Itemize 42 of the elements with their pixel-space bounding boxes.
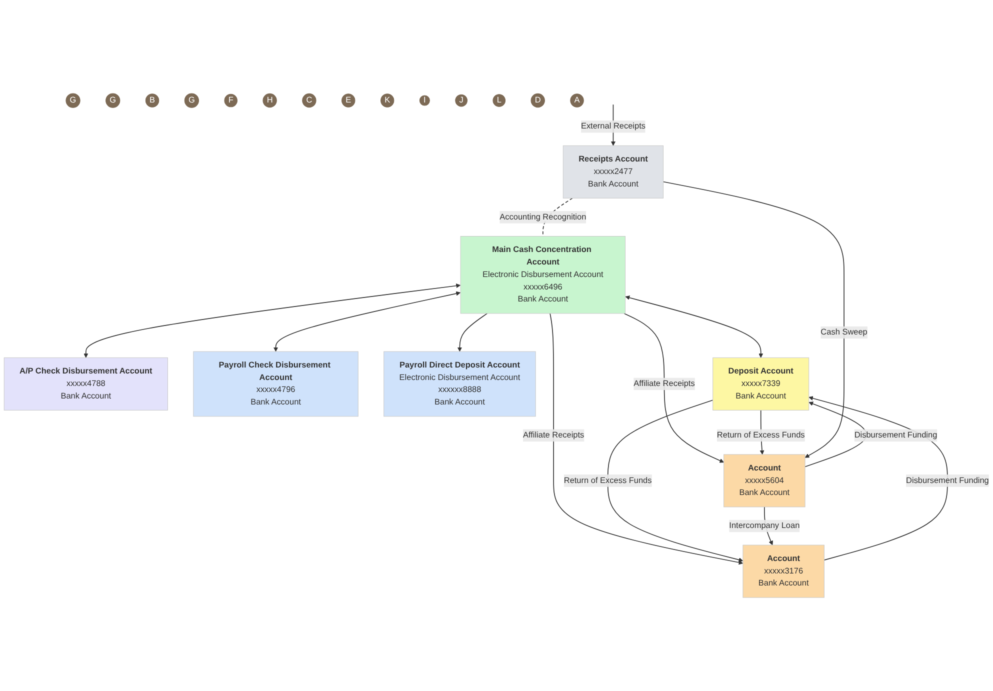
node-circle: A [570,94,584,108]
node-box: Main Cash Concentration Account Electronic Disbursement Account xxxxx6496 Bank Account [460,236,626,314]
node-box: Deposit Account xxxxx7339 Bank Account [712,357,810,410]
node-circle: E [342,94,356,108]
edge-label: Intercompany Loan [729,521,800,530]
node-box: Account xxxxx5604 Bank Account [724,454,806,508]
edge-label: Disbursement Funding [854,430,938,440]
arrow [457,313,488,352]
node-circle: G [184,93,199,108]
node-box: A/P Check Disbursement Account xxxxx4788 Bank Account [4,357,168,410]
edge-label: Return of Excess Funds [564,476,652,485]
arrow [662,181,844,458]
arrow [550,313,744,565]
arrow [274,291,461,352]
arrow [804,402,867,468]
node-box: Account xxxxx3176 Bank Account [742,544,824,598]
arrow [808,396,948,560]
node-box: Receipts Account xxxxx2477 Bank Account [562,145,664,198]
node-circle: K [380,94,394,108]
edge-label: Cash Sweep [820,328,868,337]
node-circle: I [419,95,430,106]
node-circle: G [66,93,80,108]
arrow [607,400,744,562]
node-circle: F [224,94,238,108]
node-circle: C [302,93,316,108]
node-box: Payroll Direct Deposit Account Electronic Disbursement Account xxxxxx8888 Bank Account [384,351,536,417]
node-circle: B [145,94,160,108]
edge-label: Affiliate Receipts [634,379,695,388]
arrow [84,284,461,358]
edge-label: Disbursement Funding [906,476,989,485]
arrow [625,296,764,358]
edge-label: Affiliate Receipts [522,430,584,440]
node-box: Payroll Check Disbursement Account xxxxx4796 Bank Account [193,351,358,417]
arrow [624,313,724,463]
node-circle: D [530,93,545,108]
edge-label: External Receipts [580,122,646,131]
edge-label: Return of Excess Funds [716,430,805,440]
node-circle: J [455,94,468,107]
node-circle: H [262,93,277,108]
node-circle: G [106,93,120,108]
node-circle: L [492,94,506,107]
edge-label: Accounting Recognition [500,212,586,222]
